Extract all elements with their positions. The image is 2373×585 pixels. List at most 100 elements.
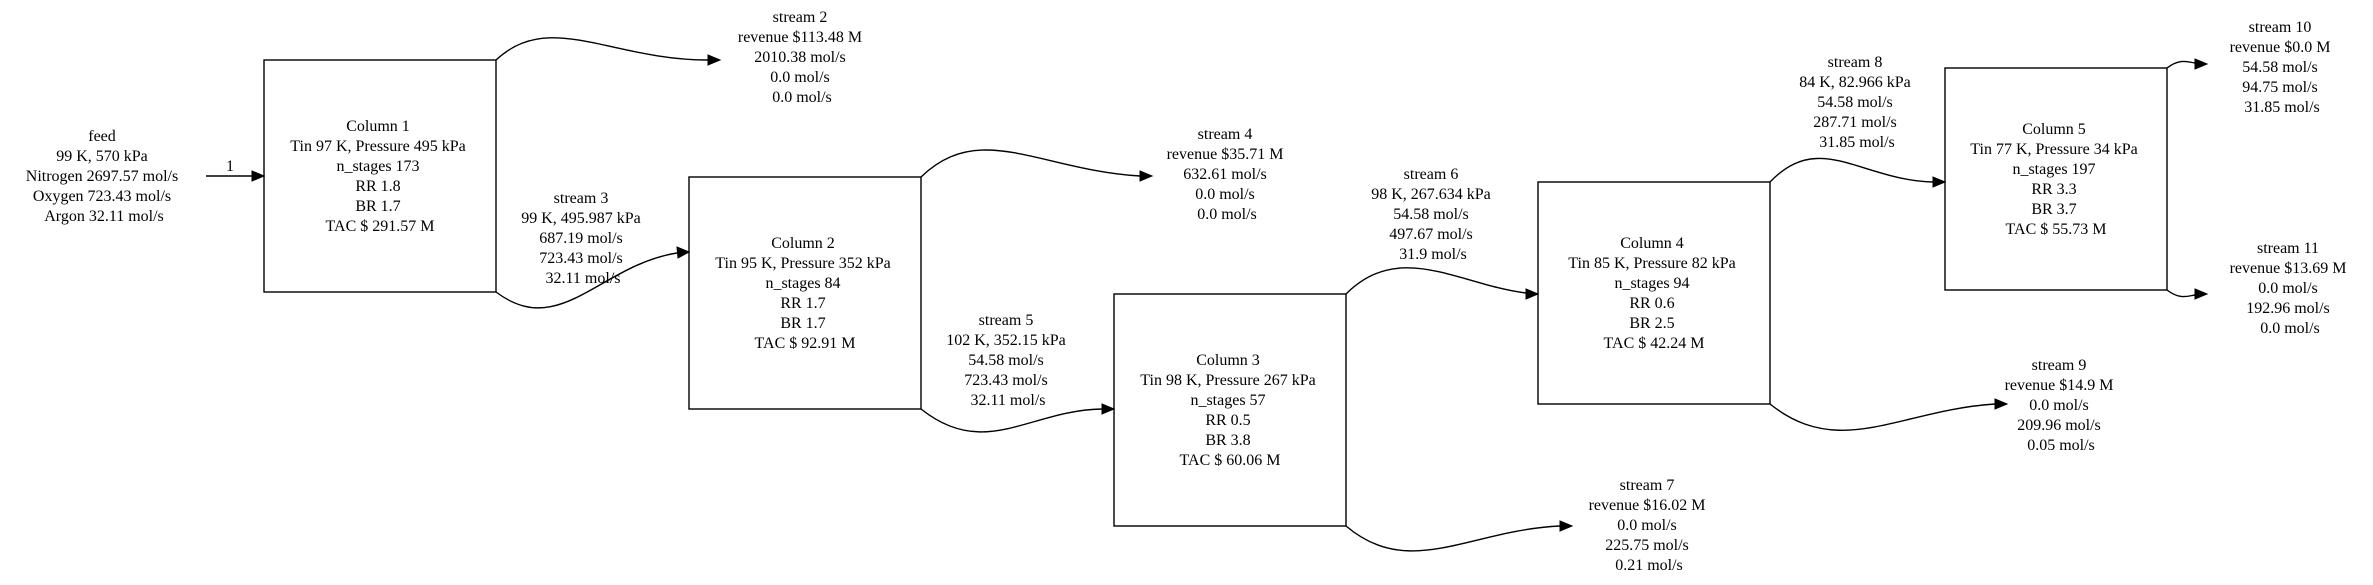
edge-label-feed: 1 — [226, 158, 234, 175]
column-line: TAC $ 92.91 M — [755, 335, 856, 352]
column-line: n_stages 94 — [1614, 275, 1689, 292]
stream-line: stream 11 — [2257, 240, 2319, 257]
stream-line: 94.75 mol/s — [2242, 79, 2318, 96]
edge-column-2-to-column-3 — [920, 408, 1103, 433]
stream-line: revenue $0.0 M — [2230, 39, 2331, 56]
stream-line: 287.71 mol/s — [1813, 114, 1897, 131]
stream-line: 54.58 mol/s — [1817, 94, 1893, 111]
stream-line: 32.11 mol/s — [546, 270, 621, 287]
edge-stream-7-arrowhead — [1559, 520, 1574, 532]
column-line: TAC $ 60.06 M — [1180, 452, 1281, 469]
stream-line: 0.0 mol/s — [1617, 517, 1677, 534]
stream-line: 99 K, 495.987 kPa — [521, 210, 641, 227]
stream-line: stream 4 — [1198, 126, 1253, 143]
stream-line: 497.67 mol/s — [1389, 226, 1473, 243]
stream-line: 32.11 mol/s — [971, 392, 1046, 409]
stream-line: 0.21 mol/s — [1615, 557, 1683, 574]
stream-line: 54.58 mol/s — [968, 352, 1044, 369]
column-line: TAC $ 55.73 M — [2006, 221, 2107, 238]
column-line: BR 1.7 — [780, 315, 825, 332]
column-line: RR 1.8 — [355, 178, 400, 195]
stream-10-label: stream 10 revenue $0.0 M 54.58 mol/s 94.… — [2230, 19, 2335, 116]
stream-line: 84 K, 82.966 kPa — [1799, 74, 1911, 91]
column-3-box — [1113, 293, 1347, 527]
stream-line: stream 8 — [1828, 54, 1883, 71]
column-line: Tin 97 K, Pressure 495 kPa — [290, 138, 465, 155]
edge-column-5-arrowhead — [1932, 176, 1947, 188]
stream-line: stream 7 — [1620, 477, 1675, 494]
edge-stream-11-arrowhead — [2194, 288, 2209, 300]
stream-8-label: stream 8 84 K, 82.966 kPa 54.58 mol/s 28… — [1799, 54, 1915, 151]
stream-line: stream 3 — [554, 190, 609, 207]
column-2-label: Column 2 Tin 95 K, Pressure 352 kPa n_st… — [715, 235, 894, 352]
feed-line: 99 K, 570 kPa — [56, 148, 148, 165]
stream-line: revenue $35.71 M — [1167, 146, 1284, 163]
feed-line: Oxygen 723.43 mol/s — [33, 188, 171, 205]
stream-line: revenue $16.02 M — [1589, 497, 1706, 514]
stream-line: 31.85 mol/s — [2244, 99, 2320, 116]
stream-line: revenue $13.69 M — [2230, 260, 2347, 277]
column-line: RR 1.7 — [780, 295, 825, 312]
edge-column-4-to-stream-9 — [1769, 403, 1996, 431]
stream-line: stream 5 — [979, 312, 1034, 329]
stream-line: 102 K, 352.15 kPa — [946, 332, 1066, 349]
stream-9-label: stream 9 revenue $14.9 M 0.0 mol/s 209.9… — [2005, 357, 2118, 454]
edge-stream-10-arrowhead — [2194, 58, 2209, 70]
stream-line: stream 6 — [1404, 166, 1459, 183]
stream-line: stream 10 — [2249, 19, 2312, 36]
column-line: n_stages 57 — [1190, 392, 1265, 409]
stream-2-label: stream 2 revenue $113.48 M 2010.38 mol/s… — [738, 9, 866, 106]
stream-line: 0.0 mol/s — [770, 69, 830, 86]
stream-5-label: stream 5 102 K, 352.15 kPa 54.58 mol/s 7… — [946, 312, 1070, 409]
stream-line: 632.61 mol/s — [1183, 166, 1267, 183]
column-line: BR 2.5 — [1629, 315, 1674, 332]
column-line: TAC $ 291.57 M — [326, 218, 435, 235]
column-line: RR 0.5 — [1205, 412, 1250, 429]
column-line: RR 0.6 — [1629, 295, 1674, 312]
edge-column-2-arrowhead — [676, 246, 691, 259]
column-line: Column 1 — [346, 118, 410, 135]
column-line: n_stages 84 — [765, 275, 840, 292]
column-line: Column 5 — [2022, 121, 2086, 138]
stream-line: 54.58 mol/s — [2242, 59, 2318, 76]
stream-3-label: stream 3 99 K, 495.987 kPa 687.19 mol/s … — [521, 190, 645, 287]
column-line: Column 2 — [771, 235, 835, 252]
edge-column-2-to-stream-4 — [920, 149, 1141, 178]
edge-feed-arrowhead — [251, 170, 266, 182]
feed-line: feed — [88, 128, 116, 145]
column-1-box — [263, 59, 497, 293]
edge-column-3-to-column-4 — [1345, 267, 1527, 295]
feed-label: feed 99 K, 570 kPa Nitrogen 2697.57 mol/… — [26, 128, 182, 225]
stream-line: 0.0 mol/s — [2029, 397, 2089, 414]
column-line: Column 4 — [1620, 235, 1684, 252]
column-line: TAC $ 42.24 M — [1604, 335, 1705, 352]
stream-line: 723.43 mol/s — [539, 250, 623, 267]
stream-line: 0.0 mol/s — [772, 89, 832, 106]
column-line: BR 3.7 — [2031, 201, 2076, 218]
stream-line: stream 9 — [2032, 357, 2087, 374]
column-line: Tin 77 K, Pressure 34 kPa — [1970, 141, 2137, 158]
edge-stream-4-arrowhead — [1139, 170, 1154, 182]
column-line: BR 3.8 — [1205, 432, 1250, 449]
edge-column-1-to-column-2 — [495, 252, 678, 309]
stream-line: 54.58 mol/s — [1393, 206, 1469, 223]
stream-line: 31.9 mol/s — [1399, 246, 1467, 263]
stream-line: revenue $113.48 M — [738, 29, 862, 46]
edge-column-4-to-column-5 — [1769, 157, 1934, 183]
edge-stream-9-arrowhead — [1994, 398, 2009, 410]
stream-line: 209.96 mol/s — [2017, 417, 2101, 434]
stream-line: 0.0 mol/s — [2260, 320, 2320, 337]
stream-line: 687.19 mol/s — [539, 230, 623, 247]
stream-line: stream 2 — [773, 9, 828, 26]
column-4-box — [1537, 181, 1771, 405]
column-1-label: Column 1 Tin 97 K, Pressure 495 kPa n_st… — [290, 118, 469, 235]
stream-line: 2010.38 mol/s — [754, 49, 846, 66]
stream-line: 98 K, 267.634 kPa — [1371, 186, 1491, 203]
column-line: RR 3.3 — [2031, 181, 2076, 198]
column-line: Tin 85 K, Pressure 82 kPa — [1568, 255, 1735, 272]
stream-line: 225.75 mol/s — [1605, 537, 1689, 554]
column-line: Tin 95 K, Pressure 352 kPa — [715, 255, 890, 272]
stream-line: 192.96 mol/s — [2246, 300, 2330, 317]
feed-line: Nitrogen 2697.57 mol/s — [26, 168, 178, 185]
